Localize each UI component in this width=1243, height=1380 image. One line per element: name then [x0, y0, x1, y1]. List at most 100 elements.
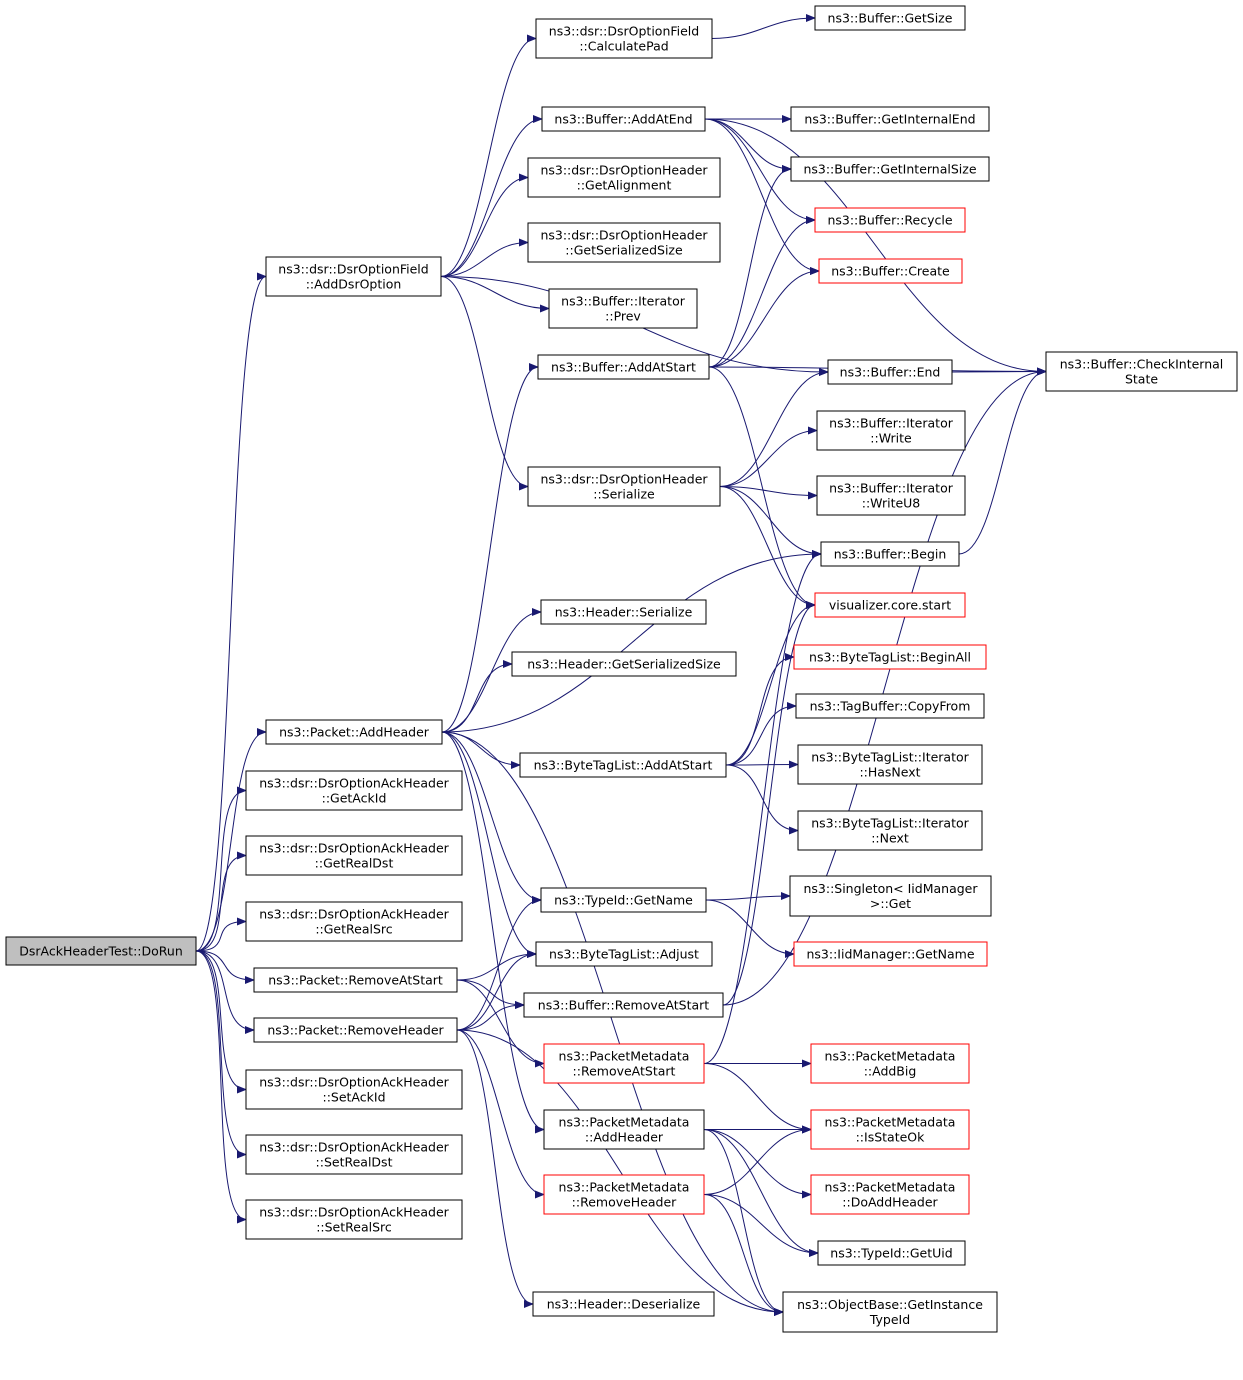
- node-box: [245, 1199, 463, 1240]
- node-box: [540, 599, 707, 625]
- node-label: ::SetAckId: [322, 1090, 385, 1105]
- node-bufferBegin[interactable]: ns3::Buffer::Begin: [820, 541, 960, 567]
- node-pmRemoveAtStart[interactable]: ns3::PacketMetadata::RemoveAtStart: [543, 1043, 705, 1084]
- node-pmIsStateOk[interactable]: ns3::PacketMetadata::IsStateOk: [810, 1109, 970, 1150]
- node-typeIdGetName[interactable]: ns3::TypeId::GetName: [540, 887, 707, 913]
- edge-packetAddHeader-to-headerSerialize: [441, 608, 542, 733]
- edge-packetRemoveHeader-to-bufferRemoveAtStart: [456, 1001, 525, 1031]
- node-bufferGetSize[interactable]: ns3::Buffer::GetSize: [814, 5, 966, 31]
- node-label: ns3::Buffer::Iterator: [829, 481, 954, 496]
- node-label: ns3::Buffer::Create: [831, 264, 950, 279]
- node-box: [789, 875, 992, 917]
- node-label: ns3::dsr::DsrOptionAckHeader: [259, 1075, 449, 1090]
- node-box: [816, 475, 966, 516]
- node-label: ::GetRealDst: [315, 856, 394, 871]
- node-box: [245, 1069, 463, 1110]
- edge-bufferAddAtStart-to-visualizerStart: [708, 366, 816, 609]
- edge-bufferAddAtEnd-to-bufferCheckInternalState: [704, 118, 1047, 376]
- edge-root-to-setRealDst: [195, 950, 247, 1159]
- node-label: ns3::dsr::DsrOptionHeader: [540, 472, 708, 487]
- node-pmRemoveHeader[interactable]: ns3::PacketMetadata::RemoveHeader: [543, 1174, 705, 1215]
- node-label: DsrAckHeaderTest::DoRun: [19, 944, 183, 959]
- node-box: [265, 256, 442, 297]
- node-headerDeserialize[interactable]: ns3::Header::Deserialize: [532, 1291, 715, 1317]
- node-pmAddBig[interactable]: ns3::PacketMetadata::AddBig: [810, 1043, 970, 1084]
- edge-root-to-setRealSrc: [195, 950, 247, 1224]
- edge-packetRemoveAtStart-to-byteTagListAdjust: [456, 950, 537, 981]
- node-box: [5, 936, 197, 966]
- node-optHdrGetSerializedSize[interactable]: ns3::dsr::DsrOptionHeader::GetSerialized…: [527, 222, 721, 263]
- node-iteratorWriteU8[interactable]: ns3::Buffer::Iterator::WriteU8: [816, 475, 966, 516]
- node-headerGetSerializedSize[interactable]: ns3::Header::GetSerializedSize: [511, 651, 737, 677]
- node-packetRemoveHeader[interactable]: ns3::Packet::RemoveHeader: [253, 1017, 458, 1043]
- node-singletonGet[interactable]: ns3::Singleton< IidManager>::Get: [789, 875, 992, 917]
- edge-optHdrSerialize-to-iteratorWriteU8: [719, 486, 818, 500]
- node-bufferEnd[interactable]: ns3::Buffer::End: [827, 359, 953, 385]
- node-label: ::HasNext: [859, 765, 920, 780]
- node-bufferRecycle[interactable]: ns3::Buffer::Recycle: [814, 207, 966, 233]
- node-root[interactable]: DsrAckHeaderTest::DoRun: [5, 936, 197, 966]
- node-bufferAddAtEnd[interactable]: ns3::Buffer::AddAtEnd: [541, 106, 706, 132]
- node-getRealDst[interactable]: ns3::dsr::DsrOptionAckHeader::GetRealDst: [245, 835, 463, 876]
- node-byteTagListAdjust[interactable]: ns3::ByteTagList::Adjust: [535, 941, 713, 967]
- node-typeIdGetUid[interactable]: ns3::TypeId::GetUid: [817, 1240, 966, 1266]
- node-setAckId[interactable]: ns3::dsr::DsrOptionAckHeader::SetAckId: [245, 1069, 463, 1110]
- node-label: ns3::Header::GetSerializedSize: [527, 657, 721, 672]
- edge-root-to-setAckId: [195, 950, 247, 1094]
- node-bufferGetInternalEnd[interactable]: ns3::Buffer::GetInternalEnd: [790, 106, 990, 132]
- node-visualizerStart[interactable]: visualizer.core.start: [814, 592, 966, 618]
- node-bufferCreate[interactable]: ns3::Buffer::Create: [818, 258, 963, 284]
- node-setRealSrc[interactable]: ns3::dsr::DsrOptionAckHeader::SetRealSrc: [245, 1199, 463, 1240]
- node-label: ns3::ByteTagList::BeginAll: [809, 650, 971, 665]
- node-tagBufferCopyFrom[interactable]: ns3::TagBuffer::CopyFrom: [795, 693, 985, 719]
- edge-root-to-getRealSrc: [195, 917, 247, 952]
- node-box: [818, 258, 963, 284]
- node-packetRemoveAtStart[interactable]: ns3::Packet::RemoveAtStart: [253, 967, 458, 993]
- node-iteratorPrev[interactable]: ns3::Buffer::Iterator::Prev: [548, 288, 698, 329]
- edge-root-to-packetRemoveAtStart: [195, 950, 255, 984]
- edge-packetAddHeader-to-objectBaseGetInstanceTypeId: [441, 731, 784, 1316]
- node-iterNext[interactable]: ns3::ByteTagList::Iterator::Next: [797, 810, 983, 851]
- node-label: ns3::Buffer::AddAtStart: [551, 360, 696, 375]
- edge-addDsrOption-to-bufferAddAtEnd: [440, 115, 543, 277]
- node-label: ::SetRealSrc: [316, 1220, 392, 1235]
- node-bufferGetInternalSize[interactable]: ns3::Buffer::GetInternalSize: [790, 156, 990, 182]
- node-addDsrOption[interactable]: ns3::dsr::DsrOptionField::AddDsrOption: [265, 256, 442, 297]
- node-label: ::Serialize: [593, 487, 655, 502]
- node-label: ns3::Buffer::End: [840, 365, 941, 380]
- node-setRealDst[interactable]: ns3::dsr::DsrOptionAckHeader::SetRealDst: [245, 1134, 463, 1175]
- node-byteTagListAddAtStart[interactable]: ns3::ByteTagList::AddAtStart: [519, 752, 727, 778]
- node-optHdrSerialize[interactable]: ns3::dsr::DsrOptionHeader::Serialize: [527, 466, 721, 507]
- node-box: [253, 967, 458, 993]
- node-getAlignment[interactable]: ns3::dsr::DsrOptionHeader::GetAlignment: [527, 157, 721, 198]
- node-getRealSrc[interactable]: ns3::dsr::DsrOptionAckHeader::GetRealSrc: [245, 901, 463, 942]
- node-headerSerialize[interactable]: ns3::Header::Serialize: [540, 599, 707, 625]
- node-getAckId[interactable]: ns3::dsr::DsrOptionAckHeader::GetAckId: [245, 770, 463, 811]
- node-bufferAddAtStart[interactable]: ns3::Buffer::AddAtStart: [537, 354, 710, 380]
- node-label: State: [1125, 372, 1158, 387]
- node-iterHasNext[interactable]: ns3::ByteTagList::Iterator::HasNext: [797, 744, 983, 785]
- node-iidManagerGetName[interactable]: ns3::IidManager::GetName: [793, 941, 988, 967]
- node-packetAddHeader[interactable]: ns3::Packet::AddHeader: [265, 719, 443, 745]
- node-calculatePad[interactable]: ns3::dsr::DsrOptionField::CalculatePad: [535, 18, 713, 59]
- node-bufferRemoveAtStart[interactable]: ns3::Buffer::RemoveAtStart: [523, 992, 724, 1018]
- edge-pmRemoveAtStart-to-pmIsStateOk: [703, 1063, 812, 1134]
- node-box: [790, 106, 990, 132]
- node-label: ns3::ByteTagList::AddAtStart: [534, 758, 713, 773]
- edge-packetRemoveHeader-to-objectBaseGetInstanceTypeId: [456, 1029, 784, 1316]
- node-label: ::Next: [871, 831, 909, 846]
- node-label: ns3::Buffer::GetInternalEnd: [804, 112, 975, 127]
- edge-packetAddHeader-to-pmAddHeader: [441, 731, 545, 1134]
- node-byteTagListBeginAll[interactable]: ns3::ByteTagList::BeginAll: [793, 644, 987, 670]
- node-iteratorWrite[interactable]: ns3::Buffer::Iterator::Write: [816, 410, 966, 451]
- node-pmDoAddHeader[interactable]: ns3::PacketMetadata::DoAddHeader: [810, 1174, 970, 1215]
- node-pmAddHeader[interactable]: ns3::PacketMetadata::AddHeader: [543, 1109, 705, 1150]
- node-box: [245, 901, 463, 942]
- node-box: [793, 941, 988, 967]
- node-label: ns3::Header::Deserialize: [547, 1297, 701, 1312]
- node-label: ns3::dsr::DsrOptionHeader: [540, 163, 708, 178]
- node-box: [782, 1291, 998, 1333]
- node-box: [795, 693, 985, 719]
